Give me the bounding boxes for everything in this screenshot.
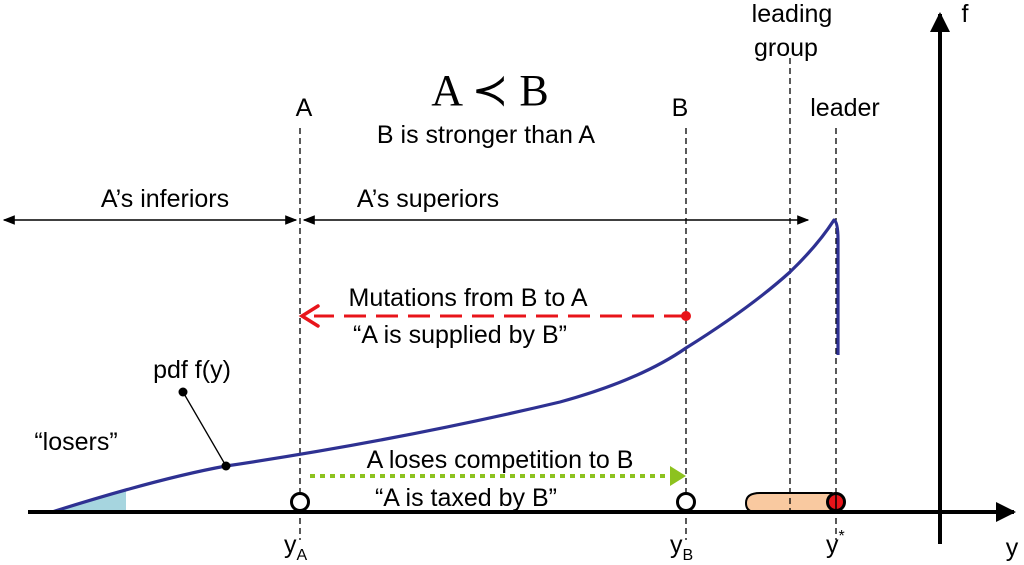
- label-mutations: Mutations from B to A: [349, 284, 588, 312]
- marker-yA: [290, 492, 310, 512]
- tick-ystar: y*: [826, 528, 845, 559]
- pdf-pointer-dot-end: [221, 461, 231, 471]
- mutation-source-dot: [681, 311, 691, 321]
- label-leading-line1: leading: [752, 0, 833, 28]
- tick-yB: yB: [670, 531, 693, 564]
- pdf-pointer-line: [182, 391, 227, 467]
- label-A: A: [296, 94, 313, 122]
- pdf-pointer-dot-start: [178, 387, 188, 397]
- label-f-axis: f: [962, 0, 969, 28]
- mutation-arrowhead: [298, 304, 320, 328]
- label-losers: “losers”: [34, 428, 117, 456]
- label-superiors: A’s superiors: [357, 185, 499, 213]
- label-leader: leader: [810, 94, 880, 122]
- label-leading-line2: group: [754, 34, 818, 62]
- label-taxed: “A is taxed by B”: [375, 484, 557, 512]
- tick-yA: yA: [284, 531, 308, 564]
- formula-A-precedes-B: A ≺ B: [431, 66, 549, 115]
- label-inferiors: A’s inferiors: [101, 185, 229, 213]
- pdf-curve: [51, 218, 840, 514]
- label-B: B: [672, 94, 689, 122]
- label-supplied: “A is supplied by B”: [353, 321, 567, 349]
- marker-yB: [676, 492, 696, 512]
- formula-subtitle: B is stronger than A: [377, 121, 596, 149]
- leading-group-region: [744, 492, 837, 513]
- label-competition: A loses competition to B: [367, 446, 634, 474]
- label-y-axis: y: [1006, 534, 1019, 562]
- label-pdf: pdf f(y): [153, 356, 231, 384]
- competition-arrowhead: [670, 466, 686, 486]
